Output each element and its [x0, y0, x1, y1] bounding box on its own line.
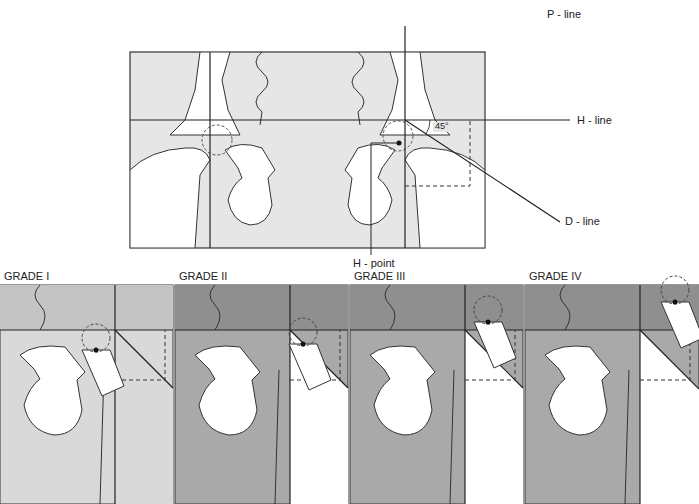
- dashed-box: [115, 330, 165, 380]
- quadrant: [640, 330, 699, 504]
- femoral-neck: [474, 322, 516, 368]
- d-line: [405, 120, 560, 222]
- grade-panel: [175, 285, 348, 504]
- p-line: [404, 26, 405, 248]
- line-label: D - line: [563, 215, 602, 227]
- grade-stroke: [210, 285, 220, 330]
- femoral-head: [289, 318, 317, 346]
- femoral-neck: [661, 302, 699, 348]
- h-point-dot: [486, 320, 491, 325]
- grade-label: GRADE III: [352, 270, 407, 282]
- pubis-shape: [195, 346, 260, 435]
- quadrant: [290, 330, 348, 504]
- grade-stroke: [560, 285, 570, 330]
- femoral-neck: [82, 350, 124, 396]
- quadrant: [115, 330, 173, 504]
- d-line: [115, 330, 173, 388]
- grade-panel: [0, 285, 173, 504]
- femoral-head: [661, 276, 689, 304]
- pelvis-figure: [130, 52, 485, 248]
- h-point-dot: [673, 300, 678, 305]
- grade-panel: [350, 285, 523, 504]
- grade-label: GRADE II: [177, 270, 229, 282]
- angle-label: 45°: [433, 122, 451, 132]
- pubis-shape: [545, 346, 610, 435]
- h-line: [130, 119, 570, 120]
- grade-stroke: [35, 285, 45, 330]
- grade-upper: [0, 285, 173, 330]
- h-line: [0, 329, 173, 330]
- pubis-shape: [370, 346, 435, 435]
- pubis-shape: [20, 346, 85, 435]
- p-line: [289, 285, 290, 504]
- femoral-neck: [289, 344, 331, 390]
- p-line: [464, 285, 465, 504]
- line-label: P - line: [545, 8, 583, 20]
- line-label: H - line: [575, 114, 614, 126]
- femoral-head: [82, 324, 110, 352]
- femoral-head: [474, 296, 502, 324]
- grade-upper: [175, 285, 348, 330]
- line-label: H - point: [351, 257, 397, 269]
- grade-label: GRADE I: [2, 270, 51, 282]
- h-line: [175, 329, 348, 330]
- p-line: [114, 285, 115, 504]
- grade-label: GRADE IV: [527, 270, 584, 282]
- h-point-dot: [301, 342, 306, 347]
- h-point-dot: [94, 348, 99, 353]
- pelvis-panel: [130, 52, 485, 248]
- p-line: [639, 285, 640, 504]
- grade-stroke: [385, 285, 395, 330]
